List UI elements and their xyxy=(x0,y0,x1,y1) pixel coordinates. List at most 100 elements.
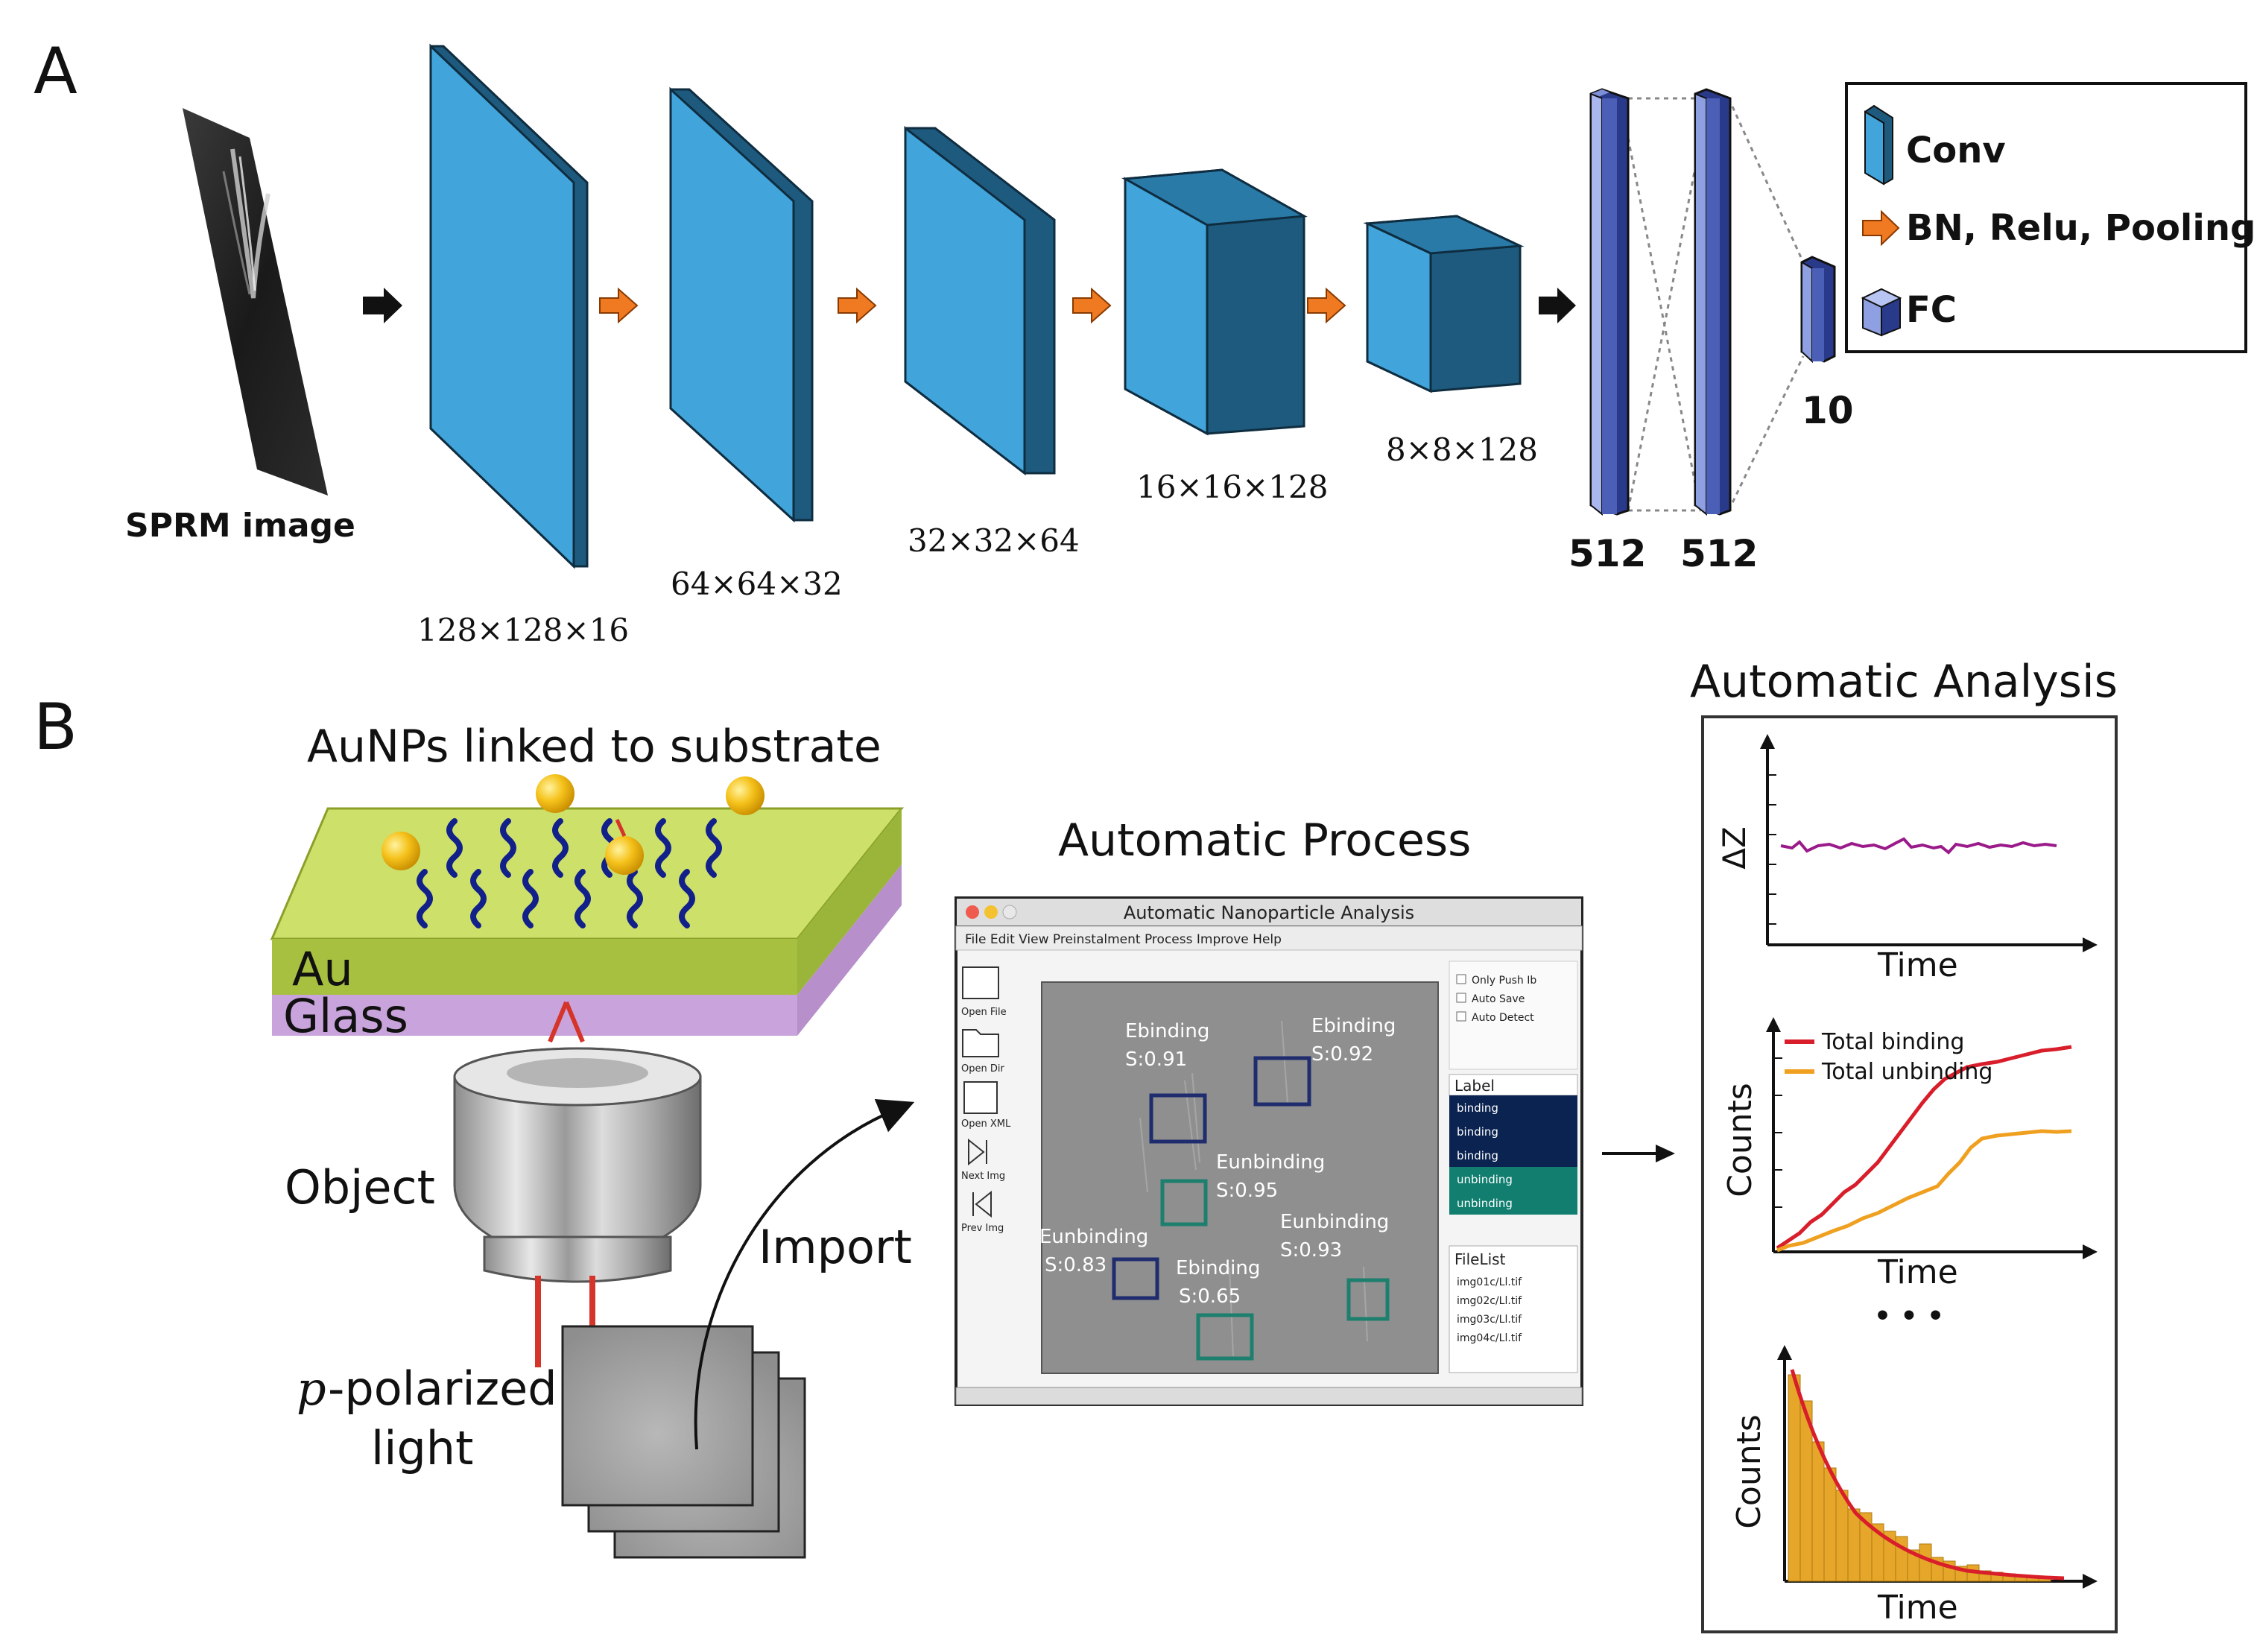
label-header: Label xyxy=(1454,1077,1495,1095)
file-icon[interactable] xyxy=(962,966,999,999)
dna-linkers xyxy=(417,818,722,928)
image-frame-stack xyxy=(561,1325,806,1559)
fc-layer-1 xyxy=(1589,88,1630,516)
incident-beams-top xyxy=(548,1001,585,1043)
prev-image-icon[interactable] xyxy=(972,1190,992,1218)
ellipsis: • • • xyxy=(1874,1301,1944,1332)
conv-layer-5 xyxy=(1363,215,1525,393)
folder-icon[interactable] xyxy=(962,1029,999,1057)
detection-type: Eunbinding xyxy=(1216,1151,1325,1174)
next-image-icon[interactable] xyxy=(968,1138,987,1166)
filelist-header: FileList xyxy=(1454,1250,1506,1268)
window-title: Automatic Nanoparticle Analysis xyxy=(1124,902,1414,923)
label-row-unbinding[interactable] xyxy=(1449,1191,1577,1215)
plot3-xlabel: Time xyxy=(1877,1589,1958,1627)
conv-layer-2 xyxy=(669,86,814,523)
plot2-ylabel: Counts xyxy=(1721,1083,1759,1197)
option-checkbox[interactable] xyxy=(1456,1011,1466,1022)
filelist-item[interactable]: img03c/Ll.tif xyxy=(1457,1314,1522,1326)
plot3-ylabel: Counts xyxy=(1730,1414,1768,1529)
fc-3-size: 10 xyxy=(1802,389,1854,432)
software-window: Automatic Nanoparticle Analysis File Edi… xyxy=(955,896,1583,1406)
detection-type: Ebinding xyxy=(1125,1020,1209,1042)
bn-legend-icon xyxy=(1862,209,1900,247)
conv-layer-4 xyxy=(1121,168,1308,436)
light-label-italic: p xyxy=(297,1361,326,1416)
panel-a-label: A xyxy=(34,34,77,109)
label-row-unbinding[interactable] xyxy=(1449,1167,1577,1191)
option-label: Auto Save xyxy=(1472,993,1525,1005)
image-viewer[interactable] xyxy=(1041,981,1439,1374)
toolbar-open-dir[interactable]: Open Dir xyxy=(961,1063,1004,1075)
filelist-item[interactable]: img02c/Ll.tif xyxy=(1457,1295,1522,1307)
detection-box-unbinding[interactable] xyxy=(1196,1313,1254,1361)
detection-type: Eunbinding xyxy=(1280,1211,1389,1233)
layer-3-size: 32×32×64 xyxy=(908,522,1080,559)
detection-box-binding[interactable] xyxy=(1112,1257,1159,1300)
window-titlebar xyxy=(955,897,1583,927)
process-title: Automatic Process xyxy=(1058,814,1471,867)
label-item: unbinding xyxy=(1457,1197,1513,1210)
xml-file-icon[interactable] xyxy=(963,1081,998,1114)
glass-label: Glass xyxy=(283,989,408,1043)
detection-score: S:0.65 xyxy=(1179,1285,1241,1308)
arrow-right-icon xyxy=(1602,1145,1675,1162)
toolbar-prev-img[interactable]: Prev Img xyxy=(961,1223,1004,1234)
detection-box-binding[interactable] xyxy=(1149,1093,1207,1144)
toolbar-next-img[interactable]: Next Img xyxy=(961,1171,1005,1182)
fc-legend-icon xyxy=(1861,288,1902,337)
filelist-item[interactable]: img04c/Ll.tif xyxy=(1457,1332,1522,1344)
status-bar xyxy=(955,1387,1583,1405)
plot-counts-histogram xyxy=(1777,1345,2098,1589)
object-label: Object xyxy=(285,1160,435,1215)
fc-connections xyxy=(1627,97,1805,512)
legend-bn-label: BN, Relu, Pooling xyxy=(1906,207,2256,249)
minimize-icon[interactable] xyxy=(984,905,998,919)
option-label: Auto Detect xyxy=(1472,1012,1534,1024)
label-row-binding[interactable] xyxy=(1449,1119,1577,1143)
filelist-item[interactable]: img01c/Ll.tif xyxy=(1457,1276,1522,1288)
label-row-binding[interactable] xyxy=(1449,1143,1577,1167)
arrow-right-icon xyxy=(1539,288,1576,323)
plot-counts-cumulative xyxy=(1766,1017,2098,1259)
layer-5-size: 8×8×128 xyxy=(1386,431,1538,468)
option-checkbox[interactable] xyxy=(1456,993,1466,1003)
bn-arrow-icon xyxy=(1307,287,1346,324)
options-panel xyxy=(1449,960,1578,1070)
conv-layer-3 xyxy=(904,125,1056,476)
detection-score: S:0.92 xyxy=(1311,1043,1373,1066)
plot1-xlabel: Time xyxy=(1877,946,1958,984)
detection-score: S:0.95 xyxy=(1216,1180,1278,1202)
label-item: binding xyxy=(1457,1149,1498,1162)
filelist-panel[interactable] xyxy=(1449,1245,1578,1373)
plot2-xlabel: Time xyxy=(1877,1253,1958,1291)
label-item: binding xyxy=(1457,1125,1498,1139)
conv-layer-1 xyxy=(429,43,589,569)
fc-1-size: 512 xyxy=(1568,532,1646,575)
detection-box-binding[interactable] xyxy=(1253,1056,1311,1107)
sprm-image-label: SPRM image xyxy=(125,507,355,545)
menu-items[interactable]: File Edit View Preinstalment Process Imp… xyxy=(965,932,1282,947)
menu-bar[interactable] xyxy=(955,925,1583,951)
toolbar-open-xml[interactable]: Open XML xyxy=(961,1118,1011,1130)
import-label: Import xyxy=(759,1220,912,1274)
detection-score: S:0.91 xyxy=(1125,1048,1187,1071)
label-row-binding[interactable] xyxy=(1449,1095,1577,1119)
detection-score: S:0.83 xyxy=(1045,1254,1107,1276)
layer-4-size: 16×16×128 xyxy=(1136,469,1328,505)
detection-box-unbinding[interactable] xyxy=(1346,1278,1390,1321)
conv-legend-icon xyxy=(1864,104,1893,186)
gold-nanoparticles xyxy=(382,774,765,875)
detection-type: Eunbinding xyxy=(1039,1226,1148,1248)
toolbar-open-file[interactable]: Open File xyxy=(961,1007,1007,1018)
bn-arrow-icon xyxy=(599,287,639,324)
option-checkbox[interactable] xyxy=(1456,974,1466,984)
detection-type: Ebinding xyxy=(1176,1257,1260,1279)
detection-type: Ebinding xyxy=(1311,1015,1396,1037)
close-icon[interactable] xyxy=(966,905,979,919)
layer-2-size: 64×64×32 xyxy=(671,566,843,602)
fc-layer-3 xyxy=(1800,256,1836,364)
maximize-icon[interactable] xyxy=(1002,905,1017,920)
detection-box-unbinding[interactable] xyxy=(1160,1179,1208,1227)
